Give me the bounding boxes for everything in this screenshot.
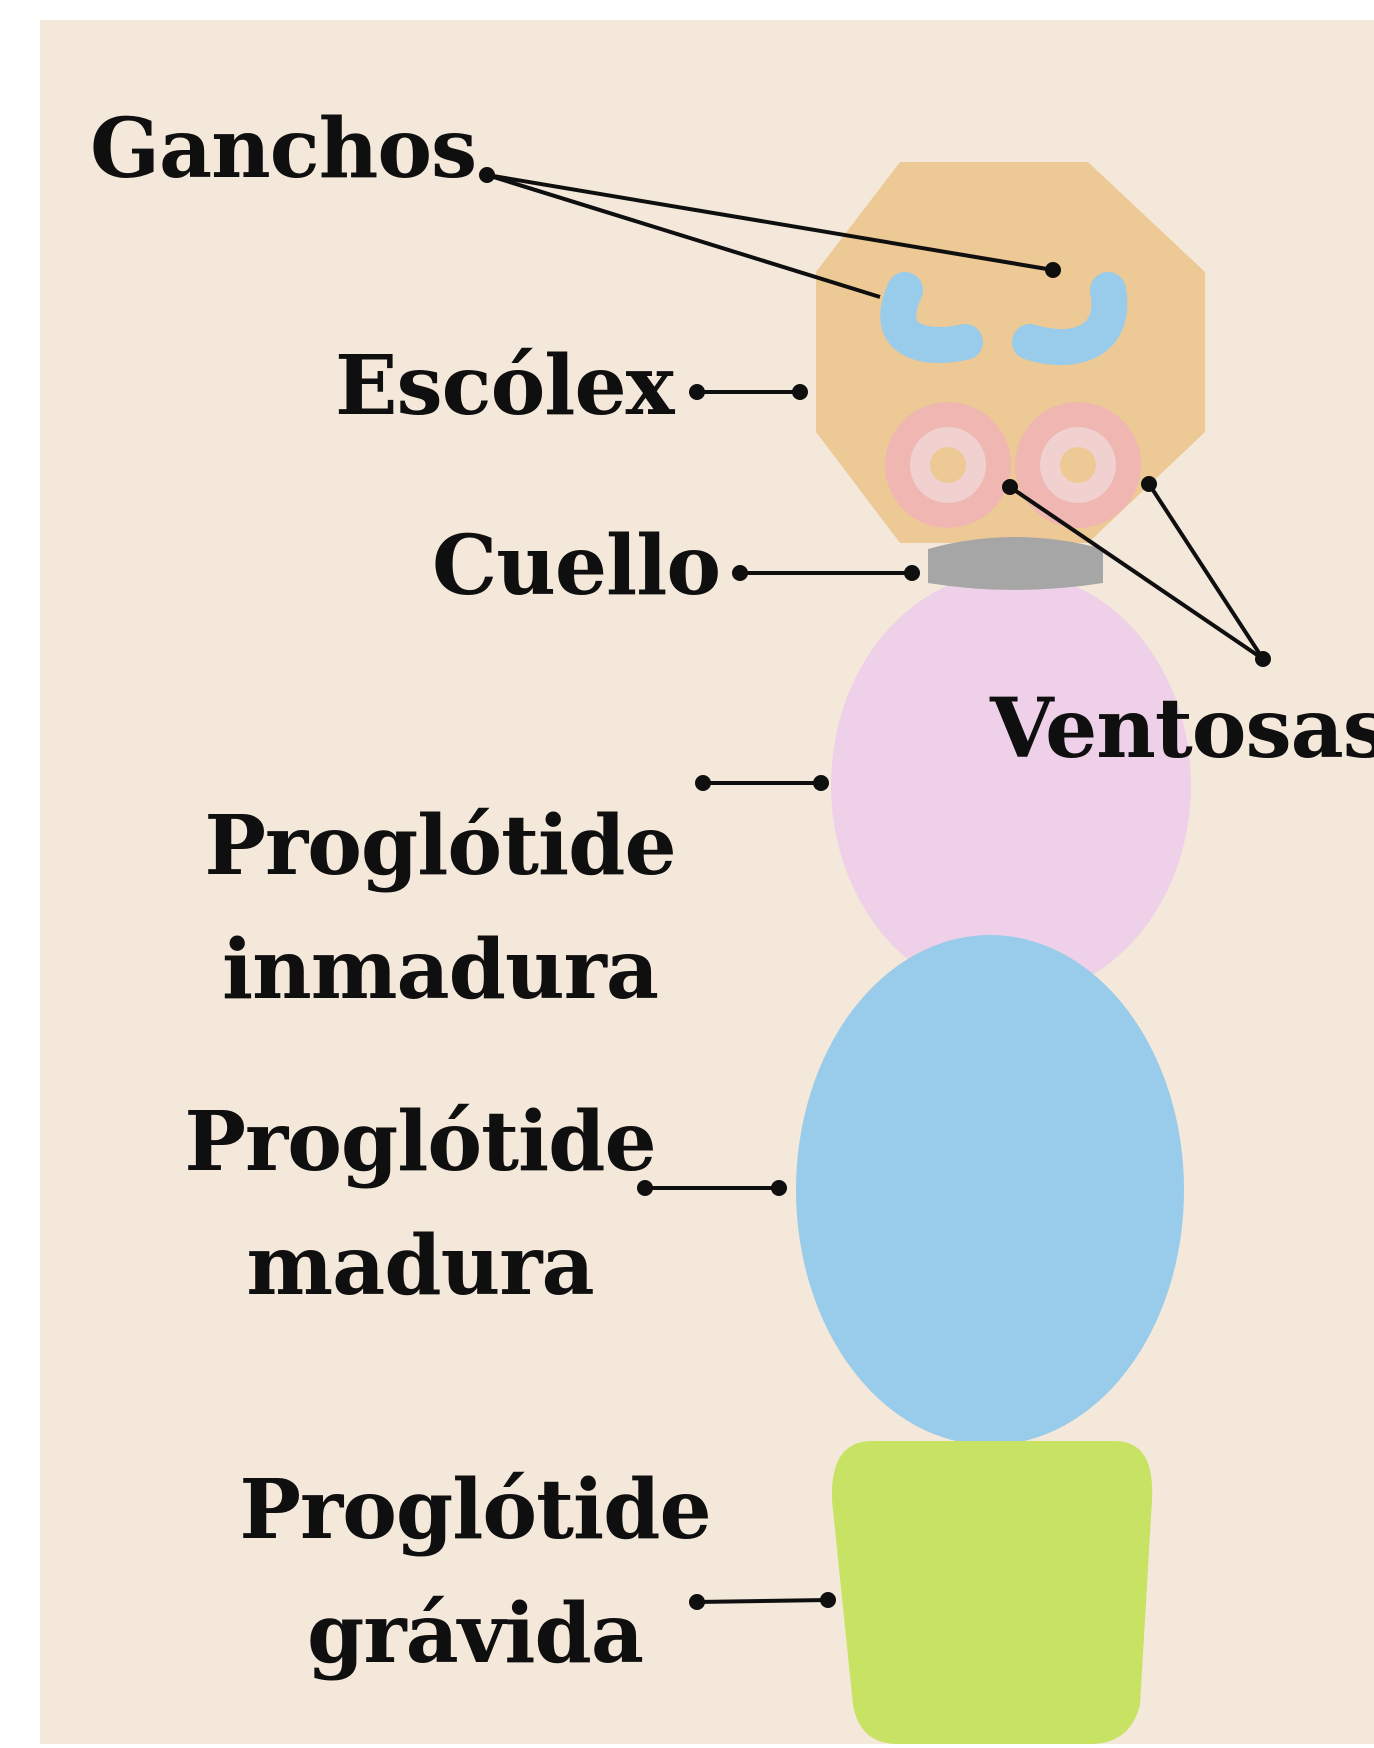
label-cuello: Cuello (432, 525, 720, 607)
label-escolex: Escólex (335, 345, 674, 427)
sucker-left-center (930, 447, 966, 483)
cuello-dot-start (732, 565, 748, 581)
ganchos-dot-end (1045, 262, 1061, 278)
ventosas-dot-start (1255, 651, 1271, 667)
label-ventosas: Ventosas (990, 688, 1374, 770)
neck-shape (928, 537, 1103, 590)
ganchos-dot-start (479, 167, 495, 183)
gravida-dot-end (820, 1592, 836, 1608)
label-inmadura-line1: Proglótide (180, 784, 700, 908)
gravid-proglottid (832, 1441, 1152, 1744)
escolex-dot-end (792, 384, 808, 400)
label-inmadura-line2: inmadura (180, 908, 700, 1032)
label-madura-line2: madura (160, 1204, 680, 1328)
escolex-dot-start (689, 384, 705, 400)
label-gravida-line2: grávida (215, 1572, 735, 1696)
inmadura-dot-end (813, 775, 829, 791)
label-madura: Proglótide madura (160, 1080, 680, 1328)
label-gravida: Proglótide grávida (215, 1448, 735, 1696)
ventosas-dot-right (1141, 476, 1157, 492)
cuello-dot-end (904, 565, 920, 581)
immature-proglottid (831, 572, 1191, 998)
label-madura-line1: Proglótide (160, 1080, 680, 1204)
ventosas-dot-left (1002, 479, 1018, 495)
label-inmadura: Proglótide inmadura (180, 784, 700, 1032)
madura-dot-end (771, 1180, 787, 1196)
sucker-right-center (1060, 447, 1096, 483)
label-gravida-line1: Proglótide (215, 1448, 735, 1572)
mature-proglottid (796, 935, 1184, 1445)
label-ganchos: Ganchos (90, 108, 476, 190)
